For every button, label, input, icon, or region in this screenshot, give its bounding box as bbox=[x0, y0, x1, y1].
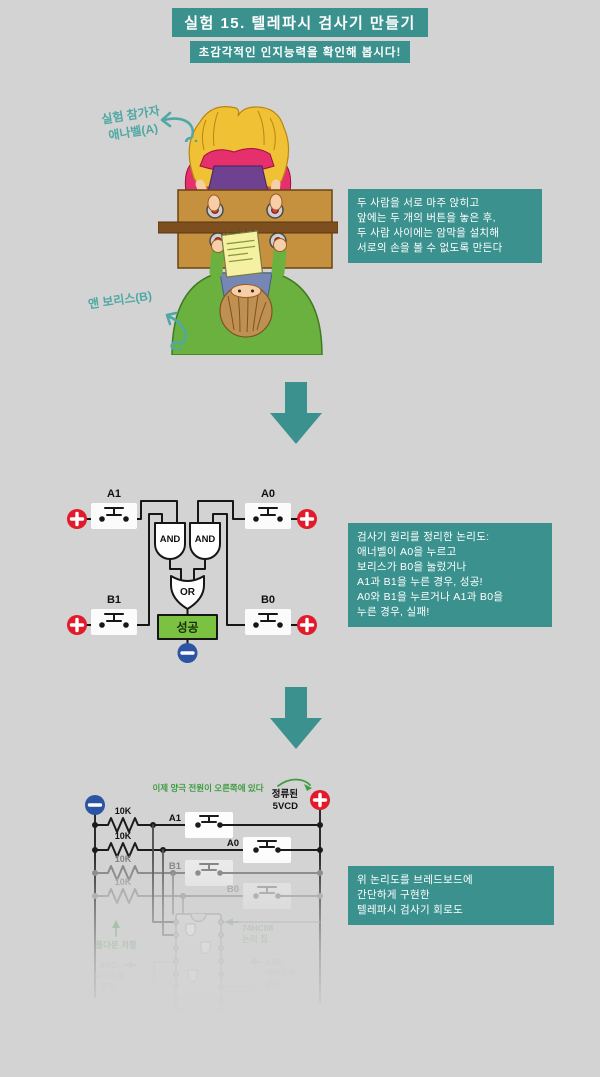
curl-arrow-a-icon bbox=[160, 111, 198, 142]
note-line: 누른 경우, 실패! bbox=[357, 606, 430, 618]
hand-a-left bbox=[207, 194, 221, 212]
and-gate-2: AND bbox=[189, 522, 221, 560]
note-logic: 검사기 원리를 정리한 논리도: 애너벨이 A0을 누르고 보리스가 B0을 눌… bbox=[348, 523, 552, 627]
logic-switch-a0: A0 bbox=[245, 488, 291, 529]
switch-label: B1 bbox=[107, 594, 121, 606]
header: 실험 15. 텔레파시 검사기 만들기 초감각적인 인지능력을 확인해 봅시다! bbox=[0, 8, 600, 63]
note-circuit: 위 논리도를 브레드보드에 간단하게 구현한 텔레파시 검사기 회로도 bbox=[348, 866, 554, 925]
positive-terminal bbox=[310, 790, 330, 810]
svg-text:게이트의: 게이트의 bbox=[92, 971, 123, 981]
pulldown-label: 풀다운 저항 bbox=[95, 940, 137, 950]
logic-switch-a1: A1 bbox=[91, 488, 137, 529]
circuit-annotation: 이제 양극 전원이 오른쪽에 있다 bbox=[152, 783, 263, 793]
resistor-label: 10K bbox=[115, 854, 132, 864]
logic-diagram: A1 A0 B1 B0 AND AND bbox=[67, 488, 317, 663]
success-box: 성공 bbox=[157, 614, 218, 640]
note-line: 애너벨이 A0을 누르고 bbox=[357, 546, 457, 558]
circuit-diagram: 이제 양극 전원이 오른쪽에 있다 정류된 5VCD 10K A1 bbox=[85, 778, 330, 1032]
chip-output-wire bbox=[153, 961, 177, 985]
svg-text:AND: AND bbox=[99, 960, 117, 970]
wire-b0 bbox=[212, 513, 257, 626]
supply-label: 5VCD bbox=[273, 801, 298, 812]
and-output-label-left: AND 게이트의 출력 bbox=[92, 960, 137, 992]
note-line: 앞에는 두 개의 버튼을 놓은 후, bbox=[357, 212, 496, 224]
success-label: 성공 bbox=[176, 621, 198, 635]
or-gate-label: OR bbox=[180, 587, 196, 598]
page-title: 실험 15. 텔레파시 검사기 만들기 bbox=[172, 8, 428, 37]
note-line: 서로의 손을 볼 수 없도록 만든다 bbox=[357, 242, 503, 254]
note-line: 검사기 원리를 정리한 논리도: bbox=[357, 531, 490, 543]
hand-a-right bbox=[269, 193, 283, 211]
note-line: A1과 B1을 누른 경우, 성공! bbox=[357, 576, 483, 588]
positive-terminal bbox=[67, 509, 87, 529]
circuit-row-a1 bbox=[92, 812, 323, 838]
button-label: B1 bbox=[169, 861, 182, 872]
note-line: 위 논리도를 브레드보드에 bbox=[357, 874, 473, 886]
wire-a0 bbox=[197, 500, 257, 525]
pulldown-label-group: 풀다운 저항 bbox=[95, 920, 137, 950]
negative-terminal bbox=[85, 795, 105, 815]
positive-terminal bbox=[67, 615, 87, 635]
page-subtitle: 초감각적인 인지능력을 확인해 봅시다! bbox=[189, 41, 411, 63]
positive-terminal bbox=[297, 615, 317, 635]
note-line: A0와 B1을 누르거나 A1과 B0을 bbox=[357, 591, 504, 603]
logic-switch-b0: B0 bbox=[245, 594, 291, 635]
svg-text:출력: 출력 bbox=[100, 982, 116, 992]
note-line: 간단하게 구현한 bbox=[357, 889, 430, 901]
wire-and2-out bbox=[193, 558, 206, 580]
svg-text:출력: 출력 bbox=[265, 979, 281, 989]
chip-label: 논리 칩 bbox=[242, 934, 268, 944]
chip-label: 74HC08 bbox=[242, 923, 273, 933]
switch-label: B0 bbox=[261, 594, 275, 606]
divider-curtain bbox=[158, 221, 338, 234]
note-line: 두 사람 사이에는 암막을 설치해 bbox=[357, 227, 500, 239]
resistor-label: 10K bbox=[115, 877, 132, 887]
svg-text:게이트의: 게이트의 bbox=[265, 968, 296, 978]
button-label: A1 bbox=[169, 813, 182, 824]
faded-arrow bbox=[132, 977, 173, 1005]
button-label: B0 bbox=[227, 884, 239, 895]
negative-terminal bbox=[177, 643, 198, 663]
svg-text:AND: AND bbox=[265, 957, 283, 967]
resistor-label: 10K bbox=[115, 831, 132, 841]
and-gate-label: AND bbox=[160, 534, 181, 545]
ic-chip-74hc08 bbox=[173, 913, 224, 1011]
notepad bbox=[220, 227, 264, 278]
note-line: 보리스가 B0을 눌렀거나 bbox=[357, 561, 467, 573]
curl-arrow-b-icon bbox=[165, 311, 187, 350]
logic-switch-b1: B1 bbox=[91, 594, 137, 635]
button-label: A0 bbox=[227, 838, 239, 849]
and-gate-label: AND bbox=[195, 534, 216, 545]
positive-terminal bbox=[297, 509, 317, 529]
wire-and1-out bbox=[169, 558, 182, 580]
switch-label: A0 bbox=[261, 488, 275, 500]
green-arrow-icon bbox=[277, 778, 312, 791]
resistor-label: 10K bbox=[115, 806, 132, 816]
wire-b1 bbox=[125, 513, 163, 626]
note-line: 두 사람을 서로 마주 앉히고 bbox=[357, 197, 480, 209]
switch-label: A1 bbox=[107, 488, 121, 500]
and-gate-1: AND bbox=[154, 522, 186, 560]
illustration-scene bbox=[158, 106, 338, 355]
note-setup: 두 사람을 서로 마주 앉히고 앞에는 두 개의 버튼을 놓은 후, 두 사람 … bbox=[348, 189, 542, 263]
note-line: 텔레파시 검사기 회로도 bbox=[357, 904, 464, 916]
annotation-participant-b: 앤 보리스(B) bbox=[87, 288, 153, 312]
supply-label: 정류된 bbox=[272, 788, 298, 800]
down-arrow-icon bbox=[270, 687, 322, 749]
or-gate: OR bbox=[170, 575, 205, 610]
down-arrow-icon bbox=[270, 382, 322, 444]
and-output-label-right: AND 게이트의 출력 bbox=[248, 957, 296, 989]
